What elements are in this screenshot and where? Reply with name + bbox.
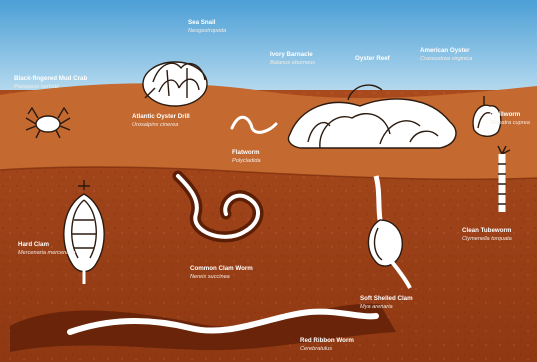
svg-text:Crassostrea virginica: Crassostrea virginica [420,56,472,62]
svg-text:Nereis succinea: Nereis succinea [190,274,230,280]
label-oyster-reef: Oyster Reef [355,55,391,62]
svg-text:Cerebratulus: Cerebratulus [300,346,332,352]
svg-text:Panopeus herbstii: Panopeus herbstii [14,84,60,90]
svg-text:Clymenella torquata: Clymenella torquata [462,236,512,242]
svg-text:Urosalpinx cinerea: Urosalpinx cinerea [132,122,178,128]
svg-text:Red Ribbon Worm: Red Ribbon Worm [300,337,354,344]
sea-snail-cluster [143,62,207,106]
svg-text:Flatworm: Flatworm [232,149,260,156]
svg-text:Diopatra cuprea: Diopatra cuprea [490,120,530,126]
svg-text:Atlantic Oyster Drill: Atlantic Oyster Drill [132,113,190,120]
svg-text:Oyster Reef: Oyster Reef [355,55,391,62]
svg-text:Hard Clam: Hard Clam [18,241,49,248]
svg-text:Soft Shelled Clam: Soft Shelled Clam [360,295,413,302]
svg-text:Sea Snail: Sea Snail [188,19,216,26]
svg-text:Mya arenaria: Mya arenaria [360,304,393,310]
svg-text:Ivory Barnacle: Ivory Barnacle [270,51,313,58]
svg-text:Neogastropoda: Neogastropoda [188,28,226,34]
svg-text:American Oyster: American Oyster [420,47,470,54]
svg-text:Black-fingered Mud Crab: Black-fingered Mud Crab [14,75,87,82]
svg-text:Polycladida: Polycladida [232,158,261,164]
svg-text:Common Clam Worm: Common Clam Worm [190,265,253,272]
svg-text:Clean Tubeworm: Clean Tubeworm [462,227,512,234]
svg-text:Mercenaria mercenaria: Mercenaria mercenaria [18,250,76,256]
svg-text:Quillworm: Quillworm [490,111,521,118]
svg-text:Balanus eburneus: Balanus eburneus [270,60,315,66]
